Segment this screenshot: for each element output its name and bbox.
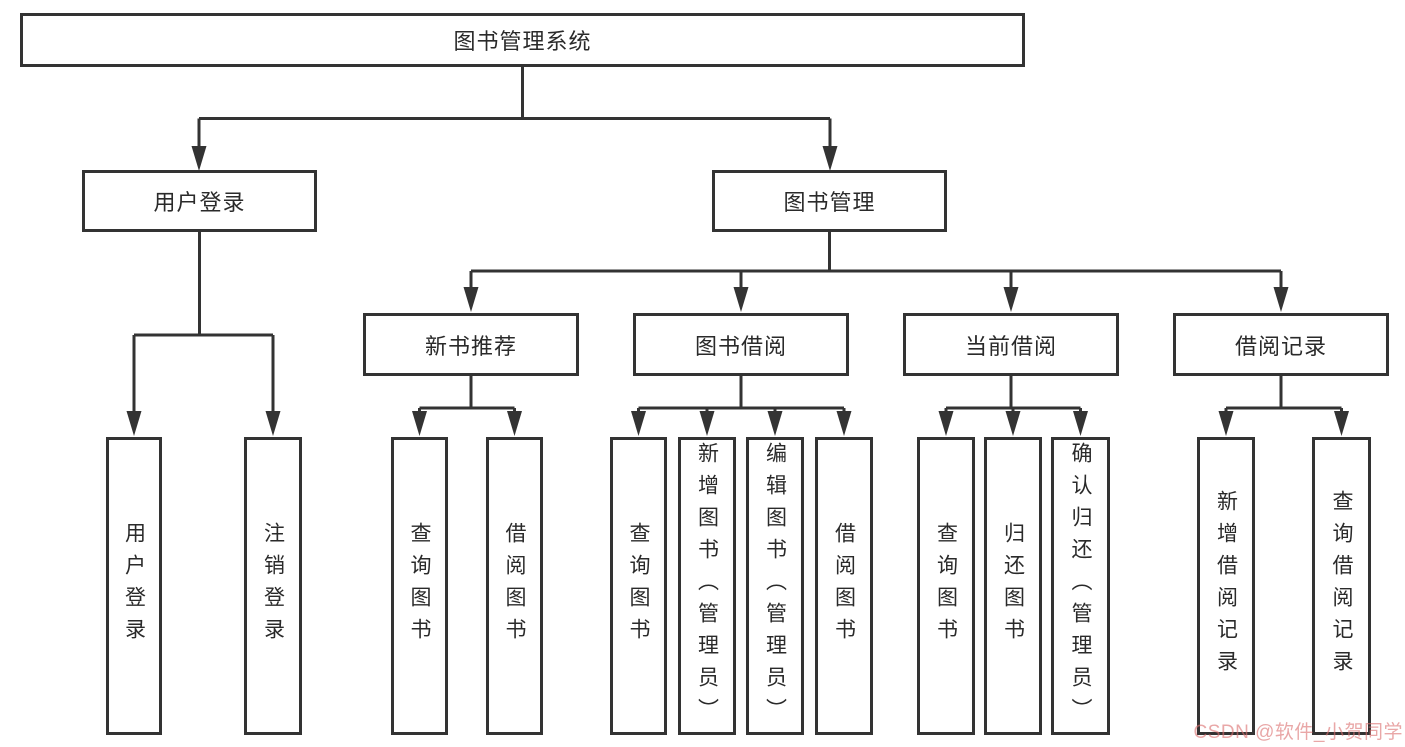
leaf-query-books-borrow: 查询图书 bbox=[610, 437, 667, 735]
arrowhead-icon bbox=[1005, 411, 1021, 436]
arrowhead-icon bbox=[507, 411, 522, 436]
arrowhead-icon bbox=[265, 411, 281, 436]
node-book-management: 图书管理 bbox=[712, 170, 947, 232]
node-label: 新书推荐 bbox=[424, 333, 517, 359]
leaf-query-books-recommend: 查询图书 bbox=[391, 437, 448, 735]
leaf-edit-books-admin: 编辑图书（管理员） bbox=[746, 437, 804, 735]
borrow-records-connector bbox=[1224, 376, 1343, 414]
arrowhead-icon bbox=[822, 146, 838, 171]
node-label: 借阅记录 bbox=[1234, 333, 1327, 359]
node-user-login: 用户登录 bbox=[82, 170, 317, 232]
leaf-label: 借阅图书 bbox=[503, 522, 526, 650]
node-library-system: 图书管理系统 bbox=[20, 13, 1025, 67]
arrowhead-icons bbox=[126, 146, 1349, 436]
leaf-add-books-admin: 新增图书（管理员） bbox=[678, 437, 736, 735]
arrowhead-icon bbox=[1073, 411, 1088, 436]
arrowhead-icon bbox=[733, 287, 749, 312]
node-current-borrow: 当前借阅 bbox=[903, 313, 1119, 376]
leaf-query-borrow-record: 查询借阅记录 bbox=[1312, 437, 1371, 735]
book-management-connector bbox=[469, 232, 1283, 290]
arrowhead-icon bbox=[463, 287, 479, 312]
node-new-book-recommend: 新书推荐 bbox=[363, 313, 579, 376]
arrowhead-icon bbox=[1003, 287, 1019, 312]
connector-paths bbox=[132, 67, 1343, 414]
leaf-logout: 注销登录 bbox=[244, 437, 302, 735]
node-label: 当前借阅 bbox=[964, 333, 1057, 359]
arrowhead-icon bbox=[1334, 411, 1349, 436]
arrowhead-icon bbox=[836, 411, 852, 436]
leaf-user-login: 用户登录 bbox=[106, 437, 162, 735]
leaf-confirm-return-admin: 确认归还（管理员） bbox=[1051, 437, 1110, 735]
leaf-label: 查询借阅记录 bbox=[1330, 490, 1353, 682]
leaf-label: 用户登录 bbox=[122, 522, 146, 650]
leaf-label: 查询图书 bbox=[934, 522, 958, 650]
leaf-label: 新增借阅记录 bbox=[1214, 490, 1238, 682]
leaf-label: 新增图书（管理员） bbox=[695, 442, 719, 730]
arrowhead-icon bbox=[767, 411, 783, 436]
leaf-label: 归还图书 bbox=[1001, 522, 1025, 650]
arrowhead-icon bbox=[699, 411, 715, 436]
leaf-label: 借阅图书 bbox=[832, 522, 856, 650]
node-label: 图书借阅 bbox=[694, 333, 787, 359]
leaf-label: 编辑图书（管理员） bbox=[763, 442, 787, 730]
node-borrow-records: 借阅记录 bbox=[1173, 313, 1389, 376]
leaf-label: 查询图书 bbox=[627, 522, 650, 650]
node-label: 图书管理系统 bbox=[453, 29, 592, 54]
arrowhead-icon bbox=[412, 411, 427, 436]
user-login-connector bbox=[132, 232, 275, 414]
arrowhead-icon bbox=[1273, 287, 1289, 312]
book-borrow-connector bbox=[637, 376, 846, 414]
leaf-label: 查询图书 bbox=[408, 522, 431, 650]
node-label: 图书管理 bbox=[783, 190, 876, 215]
arrowhead-icon bbox=[1218, 411, 1234, 436]
leaf-label: 注销登录 bbox=[261, 522, 285, 650]
arrowhead-icon bbox=[126, 411, 142, 436]
current-borrow-connector bbox=[944, 376, 1082, 414]
root-connector bbox=[197, 67, 832, 150]
node-label: 用户登录 bbox=[153, 190, 246, 215]
arrowhead-icon bbox=[631, 411, 646, 436]
leaf-label: 确认归还（管理员） bbox=[1069, 442, 1092, 730]
csdn-watermark: CSDN @软件_小贺同学 bbox=[1193, 722, 1403, 743]
leaf-borrow-books-recommend: 借阅图书 bbox=[486, 437, 543, 735]
arrowhead-icon bbox=[938, 411, 954, 436]
leaf-add-borrow-record: 新增借阅记录 bbox=[1197, 437, 1255, 735]
leaf-borrow-books: 借阅图书 bbox=[815, 437, 873, 735]
leaf-return-books: 归还图书 bbox=[984, 437, 1042, 735]
new-books-connector bbox=[418, 376, 516, 414]
arrowhead-icon bbox=[191, 146, 207, 171]
node-book-borrow: 图书借阅 bbox=[633, 313, 849, 376]
leaf-query-books-current: 查询图书 bbox=[917, 437, 975, 735]
